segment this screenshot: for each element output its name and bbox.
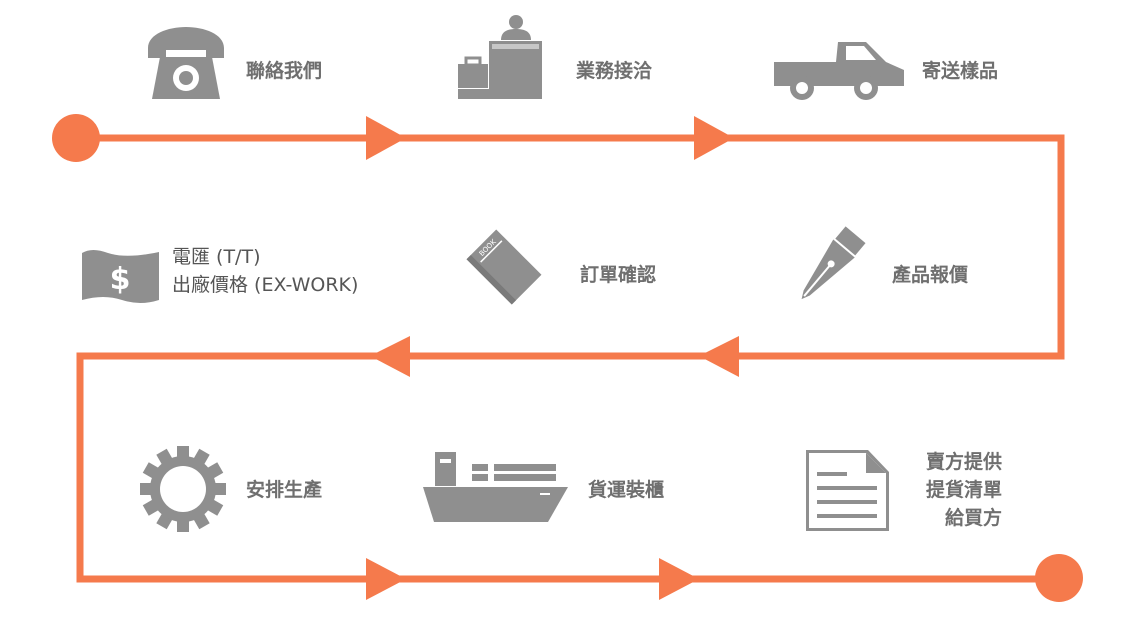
fountain-pen-icon	[801, 226, 866, 300]
step-label-line: 貨運裝櫃	[588, 479, 665, 501]
flow-arrows	[366, 116, 739, 600]
step-label-line: 寄送樣品	[922, 60, 999, 82]
step-label-product-quote: 產品報價	[892, 261, 968, 289]
step-label-line: 電匯 (T/T)	[172, 246, 261, 268]
step-label-order-confirm: 訂單確認	[580, 261, 656, 289]
step-label-line: 出廠價格 (EX-WORK)	[172, 274, 359, 296]
step-label-bill-of-lading: 賣方提供 提貨清單 給買方	[926, 448, 1002, 532]
arrow-right-icon	[366, 116, 406, 160]
step-label-arrange-production: 安排生產	[246, 476, 322, 504]
step-label-payment-terms: 電匯 (T/T) 出廠價格 (EX-WORK)	[172, 243, 358, 299]
order-book-icon: BOOK	[466, 229, 542, 305]
start-node	[52, 114, 100, 162]
step-label-line: 給買方	[945, 507, 1003, 529]
dollar-bill-icon: $	[82, 250, 159, 303]
step-label-send-samples: 寄送樣品	[922, 57, 998, 85]
step-label-contact-us: 聯絡我們	[246, 57, 322, 85]
flow-path	[76, 134, 1065, 583]
arrow-left-icon	[699, 336, 739, 377]
step-label-line: 安排生產	[246, 479, 323, 501]
step-label-line: 賣方提供	[926, 451, 1003, 473]
pickup-truck-icon	[774, 42, 904, 100]
telephone-icon	[148, 27, 224, 99]
arrow-left-icon	[370, 336, 410, 377]
step-label-line: 訂單確認	[580, 264, 657, 286]
arrow-right-icon	[659, 558, 699, 600]
front-desk-icon	[458, 15, 542, 99]
step-label-line: 產品報價	[892, 264, 969, 286]
arrow-right-icon	[694, 116, 734, 160]
arrow-right-icon	[366, 558, 406, 600]
dollar-sign: $	[110, 262, 131, 297]
step-label-line: 提貨清單	[926, 479, 1003, 501]
end-node	[1035, 554, 1083, 602]
step-label-line: 聯絡我們	[246, 60, 323, 82]
step-label-shipping-container: 貨運裝櫃	[588, 476, 664, 504]
step-label-line: 業務接洽	[576, 60, 653, 82]
step-label-business-meeting: 業務接洽	[576, 57, 652, 85]
cargo-ship-icon	[423, 452, 568, 522]
gear-icon	[140, 446, 226, 532]
document-icon	[806, 450, 889, 531]
